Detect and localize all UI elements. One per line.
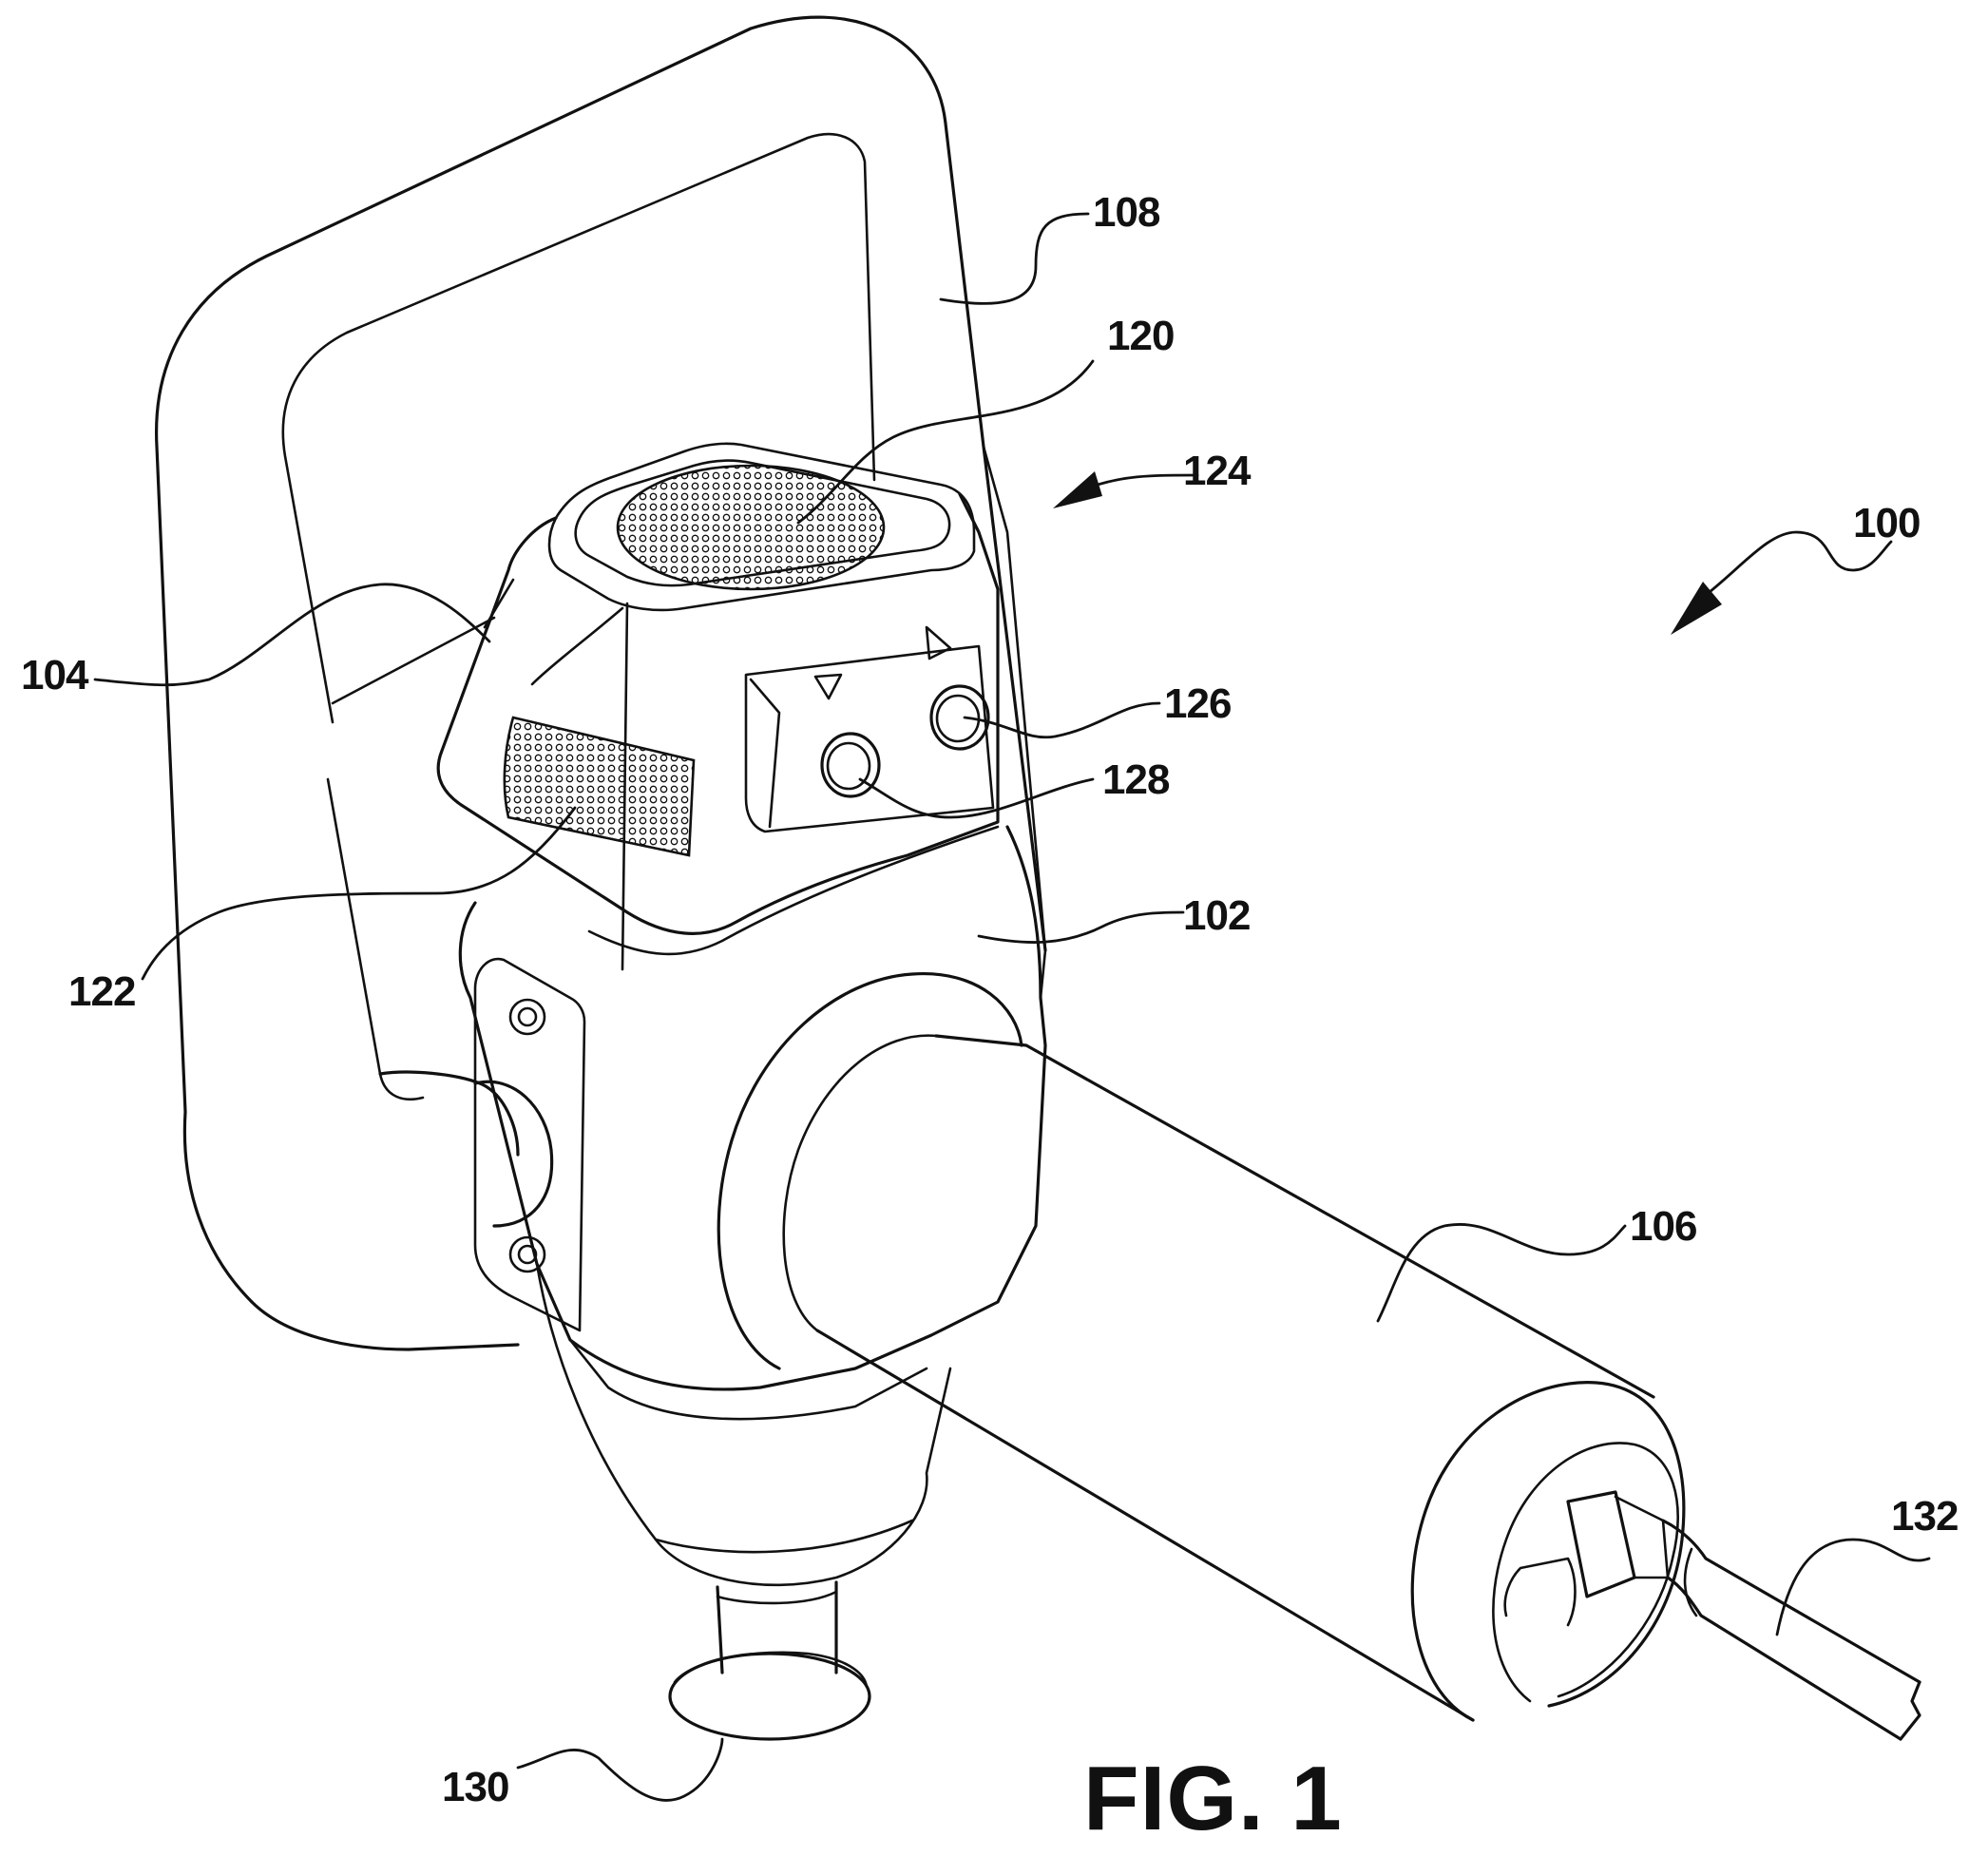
leader-108 (939, 212, 1090, 305)
label-108: 108 (1093, 189, 1160, 236)
button-upper (929, 684, 990, 751)
label-106: 106 (1630, 1203, 1696, 1250)
lower-body-outline (535, 1262, 952, 1587)
head-top-inner-rim (574, 459, 951, 587)
top-grille (616, 464, 886, 591)
arrowhead-100 (1671, 582, 1722, 635)
label-102: 102 (1183, 892, 1250, 939)
extension-drawing (717, 972, 1686, 1722)
cable-connector-nut (1614, 1495, 1670, 1579)
label-128: 128 (1102, 756, 1170, 803)
side-plate (473, 957, 586, 1332)
foot-stem-top (716, 1590, 838, 1605)
handle-right-edge (982, 445, 1047, 1000)
extension-end-cap-outer (1410, 1381, 1686, 1722)
head-control-panel-recess (749, 678, 781, 829)
housing-drawing (458, 825, 1047, 1421)
extension-end-recess (1503, 1557, 1577, 1627)
side-plate-outline (473, 957, 586, 1332)
handle-drawing (154, 15, 1047, 1351)
label-126: 126 (1164, 680, 1231, 727)
screw-lower-head (517, 1244, 538, 1265)
handle-outer-outline (154, 15, 1047, 1304)
extension-collar-outer (717, 972, 1023, 1370)
head-outline (436, 492, 1000, 935)
side-grille (503, 716, 696, 857)
control-buttons (813, 625, 990, 798)
button-lower (820, 732, 881, 798)
screw-lower (508, 1235, 546, 1273)
extension-bottom-edge (815, 1329, 1475, 1722)
leader-104 (93, 583, 491, 687)
handle-mount-boss (473, 1080, 554, 1228)
head-control-panel (744, 644, 995, 833)
cable-strain-relief (1683, 1547, 1698, 1617)
extension-collar-inner (782, 1034, 938, 1332)
cable-connector-block (1566, 1490, 1636, 1598)
reference-labels: 108 120 124 100 104 126 128 102 122 106 … (21, 189, 1959, 1810)
leader-100 (1699, 530, 1893, 601)
leader-126 (963, 701, 1161, 739)
screw-upper-head (517, 1006, 538, 1027)
cable-break-end (1899, 1680, 1921, 1741)
button-lower-ring (826, 741, 871, 791)
screw-upper (508, 998, 546, 1036)
leader-130 (516, 1737, 724, 1802)
housing-outline (458, 825, 1047, 1391)
housing-shoulder-line (587, 825, 1000, 956)
arrowhead-124 (1053, 471, 1102, 508)
cable-upper-edge (1661, 1519, 1921, 1684)
leader-132 (1775, 1538, 1931, 1636)
handle-inner-left-edge (326, 777, 425, 1101)
leader-128 (858, 777, 1095, 819)
leader-120 (796, 359, 1095, 525)
handle-grip-tube (250, 1070, 520, 1351)
head-side-face (331, 578, 515, 705)
extension-top-edge (934, 1034, 1655, 1399)
label-122: 122 (68, 968, 135, 1015)
handle-inner-outline (281, 132, 876, 724)
triangle-down-indicator (813, 673, 843, 700)
figure-caption: FIG. 1 (1083, 1748, 1343, 1849)
lower-body-seam (654, 1519, 914, 1554)
label-104: 104 (21, 652, 89, 698)
leader-124 (1081, 473, 1199, 491)
leader-122 (141, 806, 577, 981)
cable-drawing (1661, 1519, 1921, 1741)
label-124: 124 (1183, 448, 1252, 494)
button-upper-ring (935, 694, 981, 743)
label-130: 130 (442, 1764, 508, 1810)
leader-106 (1376, 1223, 1627, 1323)
leader-lines (93, 212, 1931, 1802)
head-top-rim (547, 442, 976, 612)
label-120: 120 (1107, 313, 1174, 359)
label-132: 132 (1891, 1493, 1958, 1540)
housing-lower-seam (568, 1338, 928, 1421)
foot-drawing (535, 1262, 952, 1741)
leader-102 (977, 910, 1185, 944)
label-100: 100 (1853, 500, 1920, 546)
triangle-up-indicator (925, 625, 952, 660)
foot-pad-rim (673, 1651, 869, 1689)
extension-end-cap-inner (1492, 1442, 1679, 1703)
